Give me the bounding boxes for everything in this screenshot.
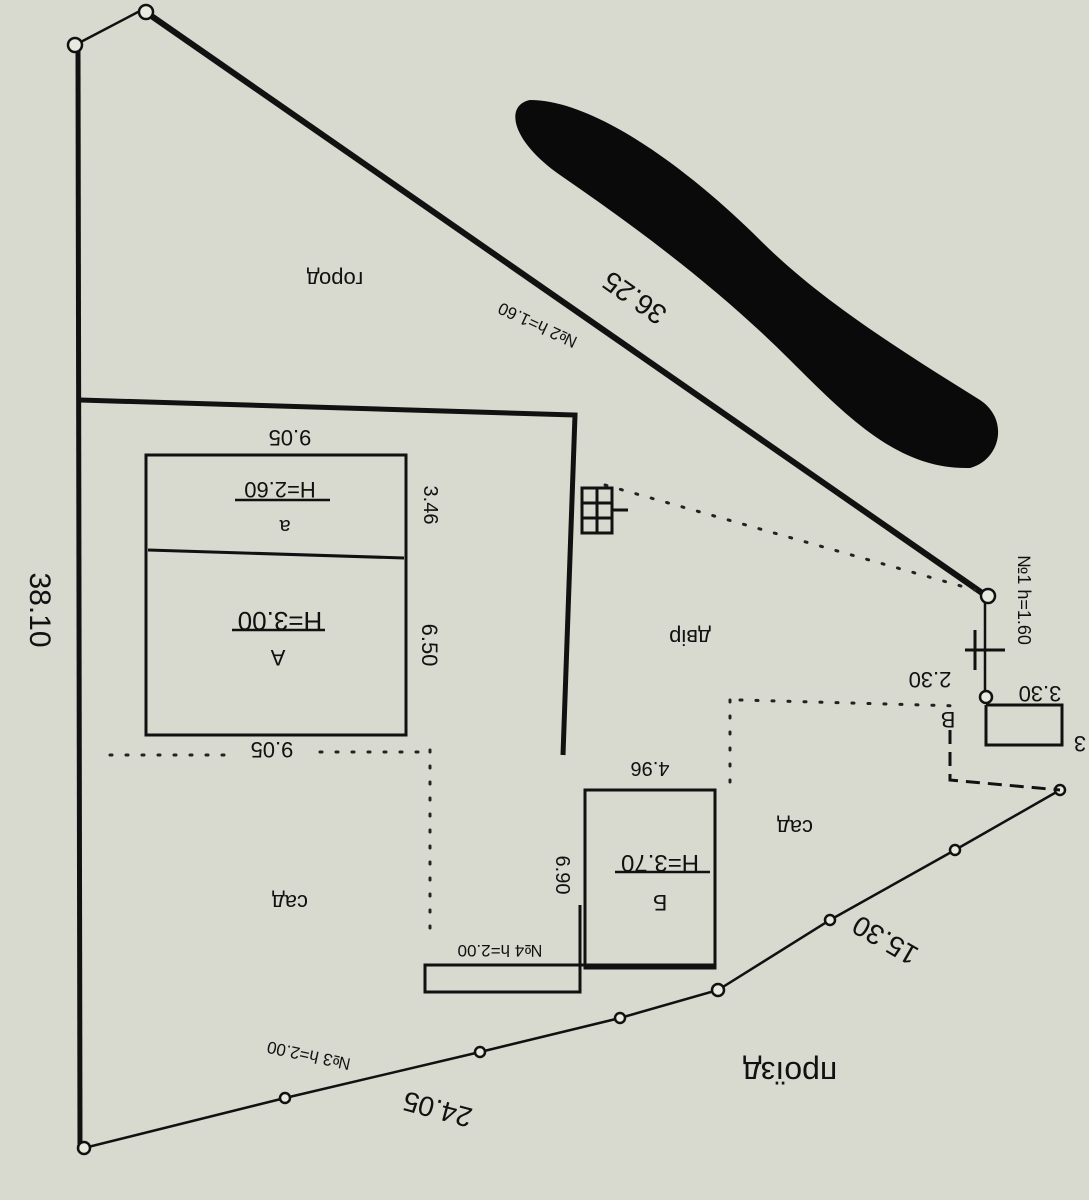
boundary-vertices (66, 3, 1067, 1156)
annex-height: H=2.60 (244, 477, 316, 502)
house-a-height: H=3.00 (238, 606, 323, 636)
annex-letter: а (279, 515, 291, 537)
street-label: проїзд (742, 1055, 837, 1091)
fence-1-label: №1 h=1.60 (1014, 555, 1034, 645)
dim-3-30: 3.30 (1019, 681, 1062, 706)
gate-ticks (965, 630, 1005, 670)
building-b-side-dim: 6.90 (551, 856, 573, 895)
building-b-width-dim: 4.96 (631, 757, 670, 779)
building-b (583, 788, 717, 970)
house-a-side-dim: 6.50 (417, 624, 442, 667)
labels: 38.10 36.25 24.05 15.30 3.30 2.30 3 прої… (23, 265, 1086, 1133)
dotted-lines (108, 483, 977, 942)
fence-4-shape (423, 905, 715, 994)
marker-redaction (515, 100, 999, 469)
garden-top-label: город (307, 267, 364, 292)
dim-38-10: 38.10 (23, 572, 56, 647)
dim-2-30: 2.30 (909, 667, 952, 692)
house-a-letter: А (270, 645, 285, 670)
dashed-outline (948, 730, 1061, 792)
yard-label: двір (669, 625, 711, 650)
building-b-letter: Б (653, 890, 667, 915)
plot-boundary (75, 12, 987, 1149)
porch-steps (580, 486, 628, 535)
garden-label-1: сад (272, 890, 308, 915)
fence-4-label: №4 h=2.00 (458, 941, 543, 960)
annex-side-dim: 3.46 (419, 486, 441, 525)
house-a-top-dim: 9.05 (269, 425, 312, 450)
house-a (144, 453, 408, 737)
small-structure-letter: В (941, 707, 956, 732)
garden-label-2: сад (777, 815, 813, 840)
house-a-bottom-dim: 9.05 (251, 737, 294, 762)
small-structure-v (984, 703, 1064, 747)
inner-walls (79, 397, 578, 756)
dim-edge: 3 (1074, 731, 1086, 756)
